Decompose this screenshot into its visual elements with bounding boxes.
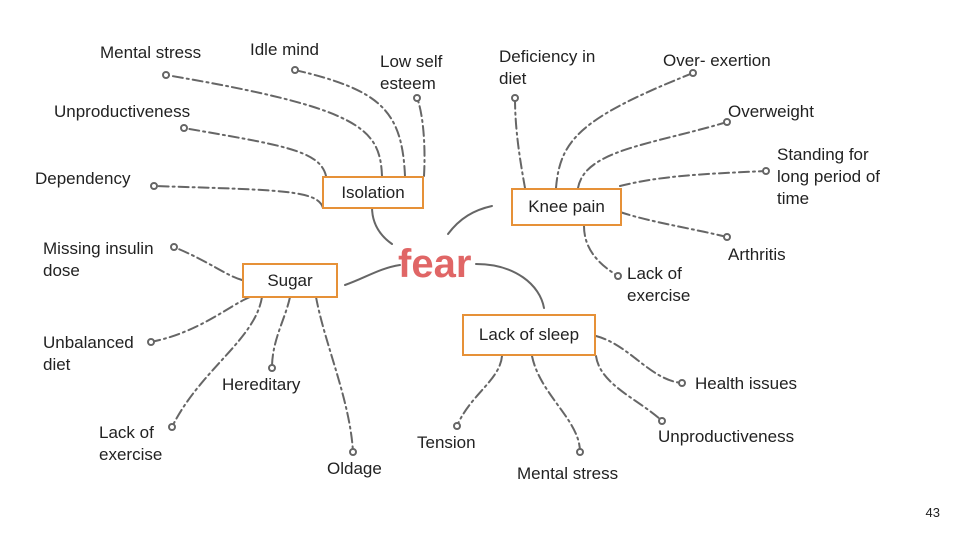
cause-label: Mental stress [100,43,202,62]
cause-label: Lack of exercise [99,423,163,464]
connector-lack-of-sleep [475,263,545,309]
cause-label: Arthritis [728,245,786,264]
node-lack-of-sleep: Lack of sleep [462,314,596,356]
cause-label: Oldage [327,459,382,478]
cause-label: Dependency [35,169,131,188]
cause-label: Standing for long period of time [777,145,881,208]
cause-label: Lack of exercise [627,264,691,305]
cause-label: Unbalanced diet [43,333,134,374]
cause-label: Tension [417,433,476,452]
cause-label: Missing insulin dose [43,239,154,280]
cause-label: Deficiency in diet [499,47,596,88]
connector-isolation [371,206,393,245]
node-knee-pain: Knee pain [511,188,622,226]
cause-label: Unproductiveness [658,427,795,446]
node-sugar: Sugar [242,263,338,298]
cause-label: Unproductiveness [54,102,191,121]
cause-label: Overweight [728,102,814,121]
page-number: 43 [925,505,940,520]
cause-label: Mental stress [517,464,619,483]
center-topic: fear [398,242,472,286]
node-isolation: Isolation [322,176,424,209]
cause-label: Low self esteem [380,52,443,93]
cause-label: Hereditary [222,375,301,394]
cause-label: Idle mind [250,40,319,59]
connector-knee-pain [447,205,493,235]
cause-label: Over- exertion [663,51,771,70]
connector-sugar [344,264,401,286]
cause-label: Health issues [695,374,798,393]
